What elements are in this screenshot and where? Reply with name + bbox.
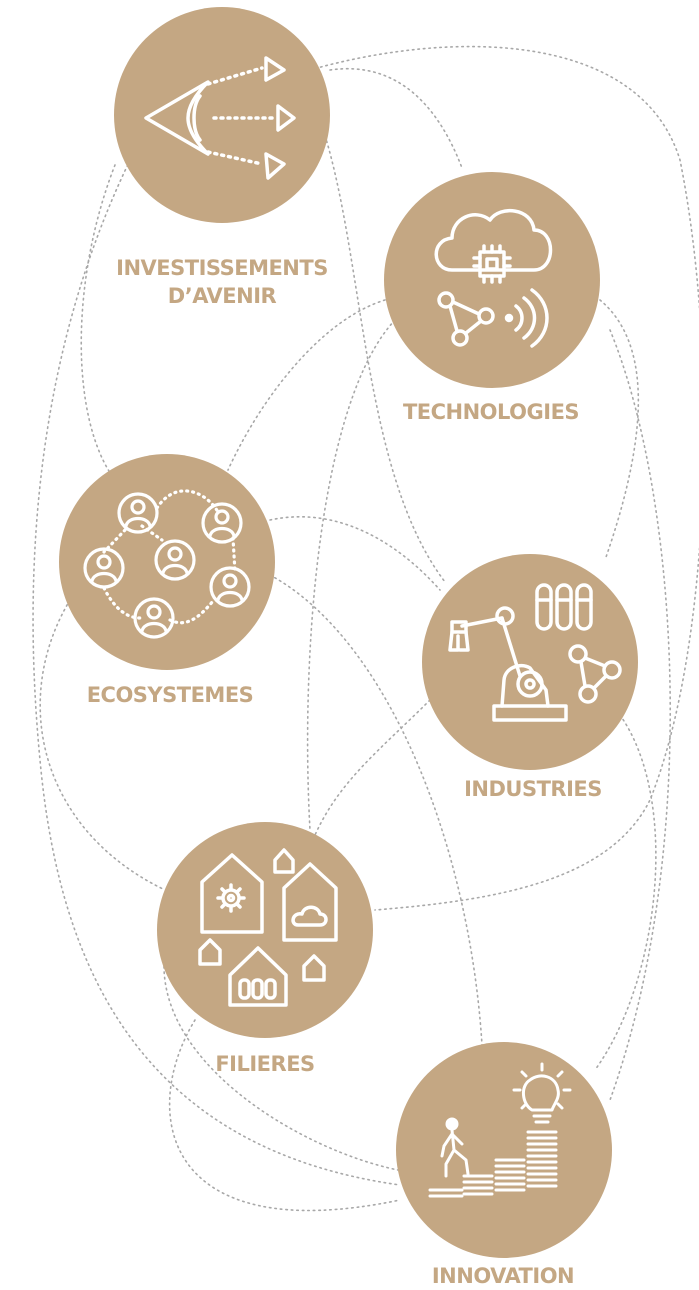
node-innovation <box>396 1042 612 1258</box>
label-innovation: INNOVATION <box>431 1262 575 1290</box>
label-investissements: INVESTISSEMENTS D’AVENIR <box>116 254 328 310</box>
eye-arrows-icon <box>144 56 296 180</box>
connector-industries-innovation-right <box>594 714 657 1071</box>
people-network-icon <box>83 489 251 639</box>
houses-icon <box>198 848 338 1007</box>
label-ecosystemes: ECOSYSTEMES <box>87 681 254 709</box>
connector-ecosystemes-industries <box>269 516 441 591</box>
connector-filieres-innovation-bottom <box>168 1019 401 1212</box>
connector-investissements-technologies <box>329 67 463 169</box>
connector-ecosystemes-filieres-left <box>39 599 166 891</box>
node-technologies <box>384 172 600 388</box>
label-technologies-line1: TECHNOLOGIES <box>402 400 580 424</box>
node-circle <box>114 7 330 223</box>
connector-technologies-industries-right <box>599 299 640 561</box>
connector-technologies-innovation <box>609 329 671 1101</box>
connector-technologies-filieres <box>306 319 396 831</box>
label-investissements-line2: D’AVENIR <box>167 284 277 308</box>
connectors <box>32 45 699 1212</box>
label-industries: INDUSTRIES <box>464 775 602 803</box>
person-stairs-bulb-icon <box>428 1062 572 1198</box>
node-industries <box>422 554 638 770</box>
connector-investissements-left-loop <box>32 149 401 1186</box>
label-ecosystemes-line1: ECOSYSTEMES <box>86 683 254 707</box>
node-circle <box>396 1042 612 1258</box>
label-technologies: TECHNOLOGIES <box>402 398 580 426</box>
node-circle <box>422 554 638 770</box>
node-filieres <box>157 822 373 1038</box>
label-industries-line1: INDUSTRIES <box>464 777 602 801</box>
label-innovation-line1: INNOVATION <box>431 1264 575 1288</box>
connector-investissements-industries <box>319 119 446 583</box>
connector-ecosystemes-innovation <box>269 574 483 1046</box>
node-ecosystemes <box>59 454 275 670</box>
connector-investissements-ecosystemes <box>80 164 116 481</box>
node-circle <box>59 454 275 670</box>
label-filieres-line1: FILIERES <box>215 1052 315 1076</box>
connector-filieres-innovation <box>163 949 399 1171</box>
node-investissements <box>114 7 330 223</box>
cloud-chip-network-icon <box>434 209 553 348</box>
connector-industries-filieres <box>314 699 431 836</box>
robot-arm-lab-icon <box>448 583 622 722</box>
label-investissements-line1: INVESTISSEMENTS <box>116 256 328 280</box>
label-filieres: FILIERES <box>215 1050 315 1078</box>
connector-investissements-right-outer <box>309 45 699 911</box>
